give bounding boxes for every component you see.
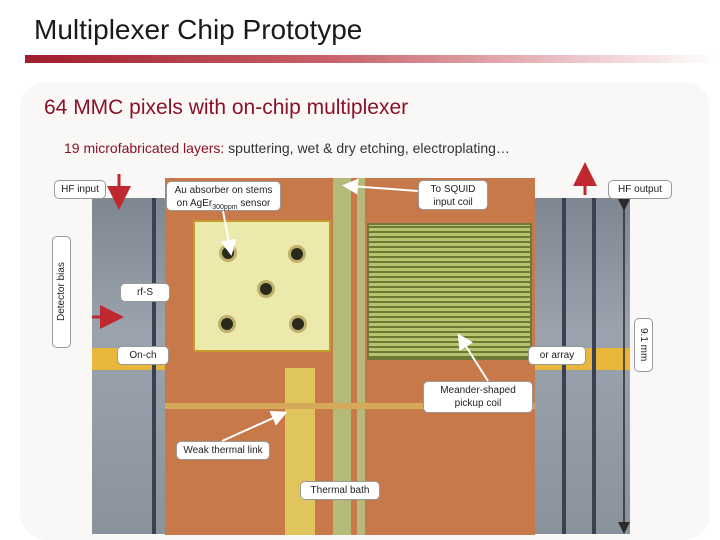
squid-arrow — [342, 178, 419, 195]
slide-title: Multiplexer Chip Prototype — [34, 14, 363, 45]
squid-label-line2: input coil — [433, 197, 473, 208]
hf-output-label: HF output — [608, 180, 672, 199]
squid-label-line1: To SQUID — [430, 184, 476, 195]
absorber-stem — [221, 318, 233, 330]
bath-trace — [165, 403, 535, 409]
absorber-arrow — [220, 210, 237, 256]
meander-arrow — [457, 333, 489, 382]
absorber-label-line1: Au absorber on stems — [174, 185, 273, 196]
weak-link-trace — [285, 368, 315, 535]
meander-label: Meander-shaped pickup coil — [423, 381, 533, 413]
absorber-stem — [260, 283, 272, 295]
readout-trace — [357, 178, 365, 535]
absorber-label-line2: on AgEr300ppm sensor — [176, 198, 271, 211]
thermal-bath-label: Thermal bath — [300, 481, 380, 500]
meander-label-line2: pickup coil — [454, 398, 502, 409]
squid-label: To SQUID input coil — [418, 180, 488, 210]
chip-strip — [592, 198, 596, 534]
layers-highlight: microfabricated layers: — [79, 140, 225, 156]
size-label: 9.1 mm — [634, 318, 653, 372]
readout-trace — [333, 178, 351, 535]
chip-strip — [152, 198, 156, 534]
on-chip-label: On-ch — [117, 346, 169, 365]
layers-count: 19 — [64, 140, 80, 156]
absorber-stem — [291, 248, 303, 260]
meander-label-line1: Meander-shaped — [440, 385, 516, 396]
array-label: or array — [528, 346, 586, 365]
slide-subtitle: 64 MMC pixels with on-chip multiplexer — [44, 96, 409, 119]
title-underline — [25, 55, 720, 63]
layers-text: 19 microfabricated layers: sputtering, w… — [64, 140, 510, 156]
rf-squid-label: rf-S — [120, 283, 170, 302]
absorber-stem — [292, 318, 304, 330]
meander-coil — [367, 223, 532, 360]
absorber-label: Au absorber on stems on AgEr300ppm senso… — [166, 181, 281, 211]
weak-link-arrow — [221, 410, 288, 442]
layers-rest: sputtering, wet & dry etching, electropl… — [224, 140, 510, 156]
chip-strip — [562, 198, 566, 534]
hf-input-label: HF input — [54, 180, 106, 199]
